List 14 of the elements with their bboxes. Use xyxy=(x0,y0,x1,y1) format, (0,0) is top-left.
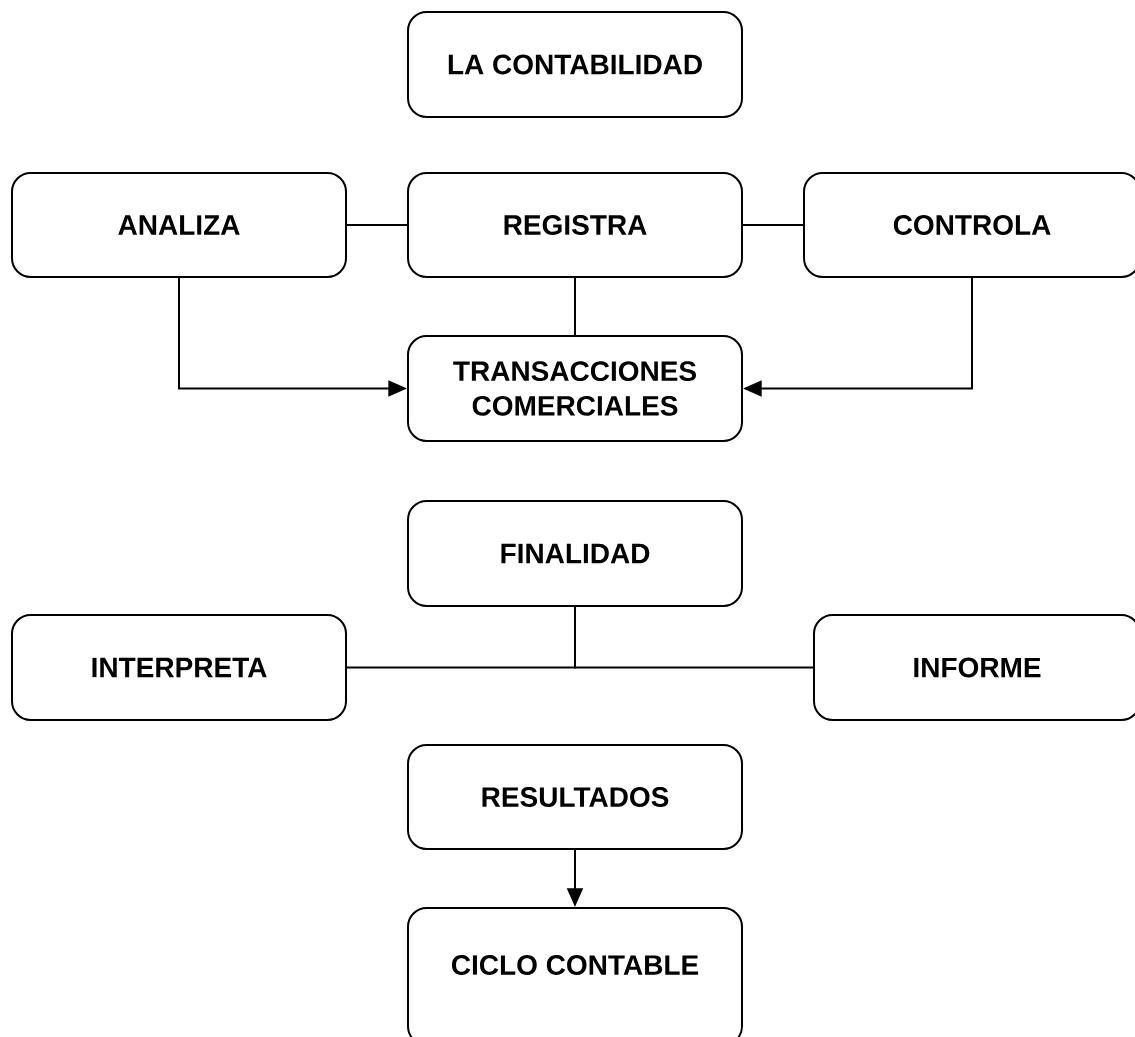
process-box: FINALIDAD xyxy=(407,500,743,607)
process-box: CONTROLA xyxy=(803,172,1135,278)
process-box: RESULTADOS xyxy=(407,744,743,850)
process-box: INTERPRETA xyxy=(11,614,347,721)
process-box: REGISTRA xyxy=(407,172,743,278)
process-box: CICLO CONTABLE xyxy=(407,907,743,1037)
process-box: INFORME xyxy=(813,614,1135,721)
connector-line xyxy=(742,224,804,226)
process-box: TRANSACCIONES COMERCIALES xyxy=(407,335,743,442)
connector-line xyxy=(574,277,576,336)
connector-line xyxy=(574,606,814,669)
process-box: ANALIZA xyxy=(11,172,347,278)
connector-line xyxy=(346,224,408,226)
process-box: LA CONTABILIDAD xyxy=(407,11,743,118)
